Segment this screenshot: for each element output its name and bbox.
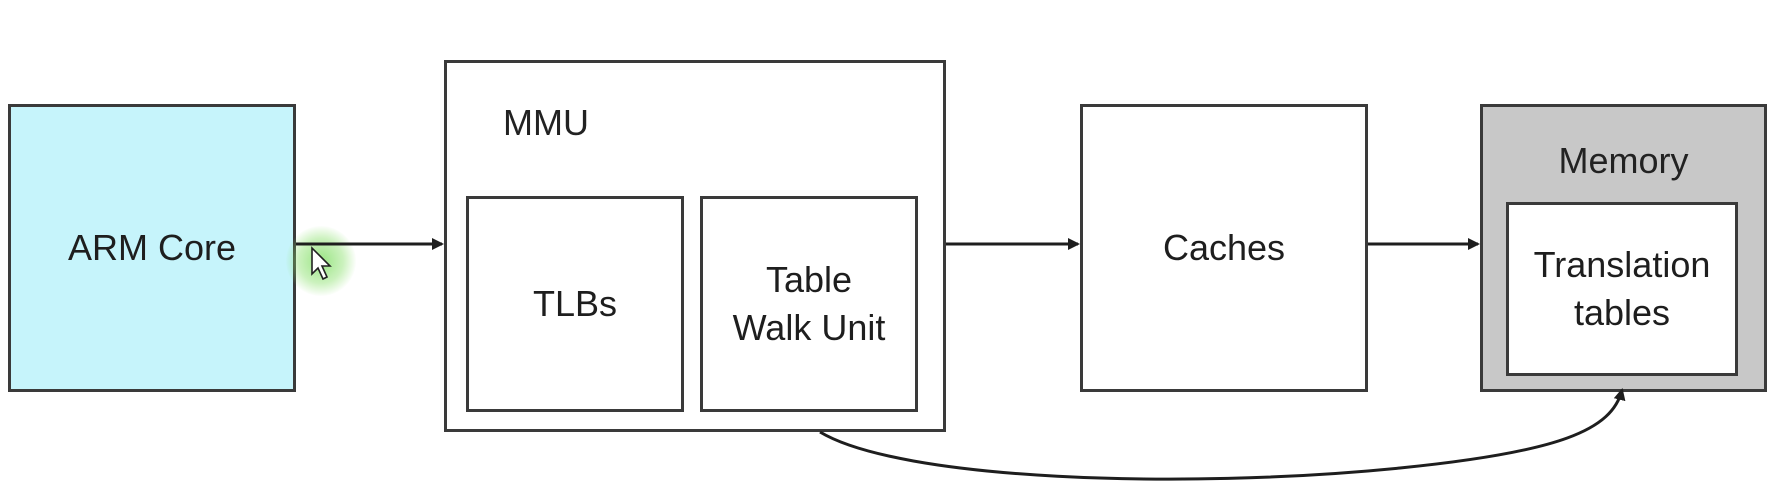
table-walk-unit-label-line1: Table xyxy=(765,259,853,300)
arrow-walk-unit-to-translation-tables xyxy=(819,388,1626,481)
arm-core-label: ARM Core xyxy=(67,227,237,268)
arm-core-box: ARM Core xyxy=(8,104,296,392)
memory-title: Memory xyxy=(1558,140,1689,181)
caches-label: Caches xyxy=(1162,227,1286,268)
tlbs-box: TLBs xyxy=(466,196,684,412)
caches-box: Caches xyxy=(1080,104,1368,392)
table-walk-unit-label: Table Walk Unit xyxy=(703,256,915,352)
tlbs-label: TLBs xyxy=(532,283,618,324)
translation-tables-label-line1: Translation xyxy=(1533,244,1711,285)
translation-tables-box: Translation tables xyxy=(1506,202,1738,376)
table-walk-unit-box: Table Walk Unit xyxy=(700,196,918,412)
mmu-title: MMU xyxy=(503,102,589,143)
translation-tables-label: Translation tables xyxy=(1509,241,1735,337)
translation-tables-label-line2: tables xyxy=(1573,292,1671,333)
table-walk-unit-label-line2: Walk Unit xyxy=(732,307,886,348)
pointer-cursor-icon xyxy=(311,246,332,281)
